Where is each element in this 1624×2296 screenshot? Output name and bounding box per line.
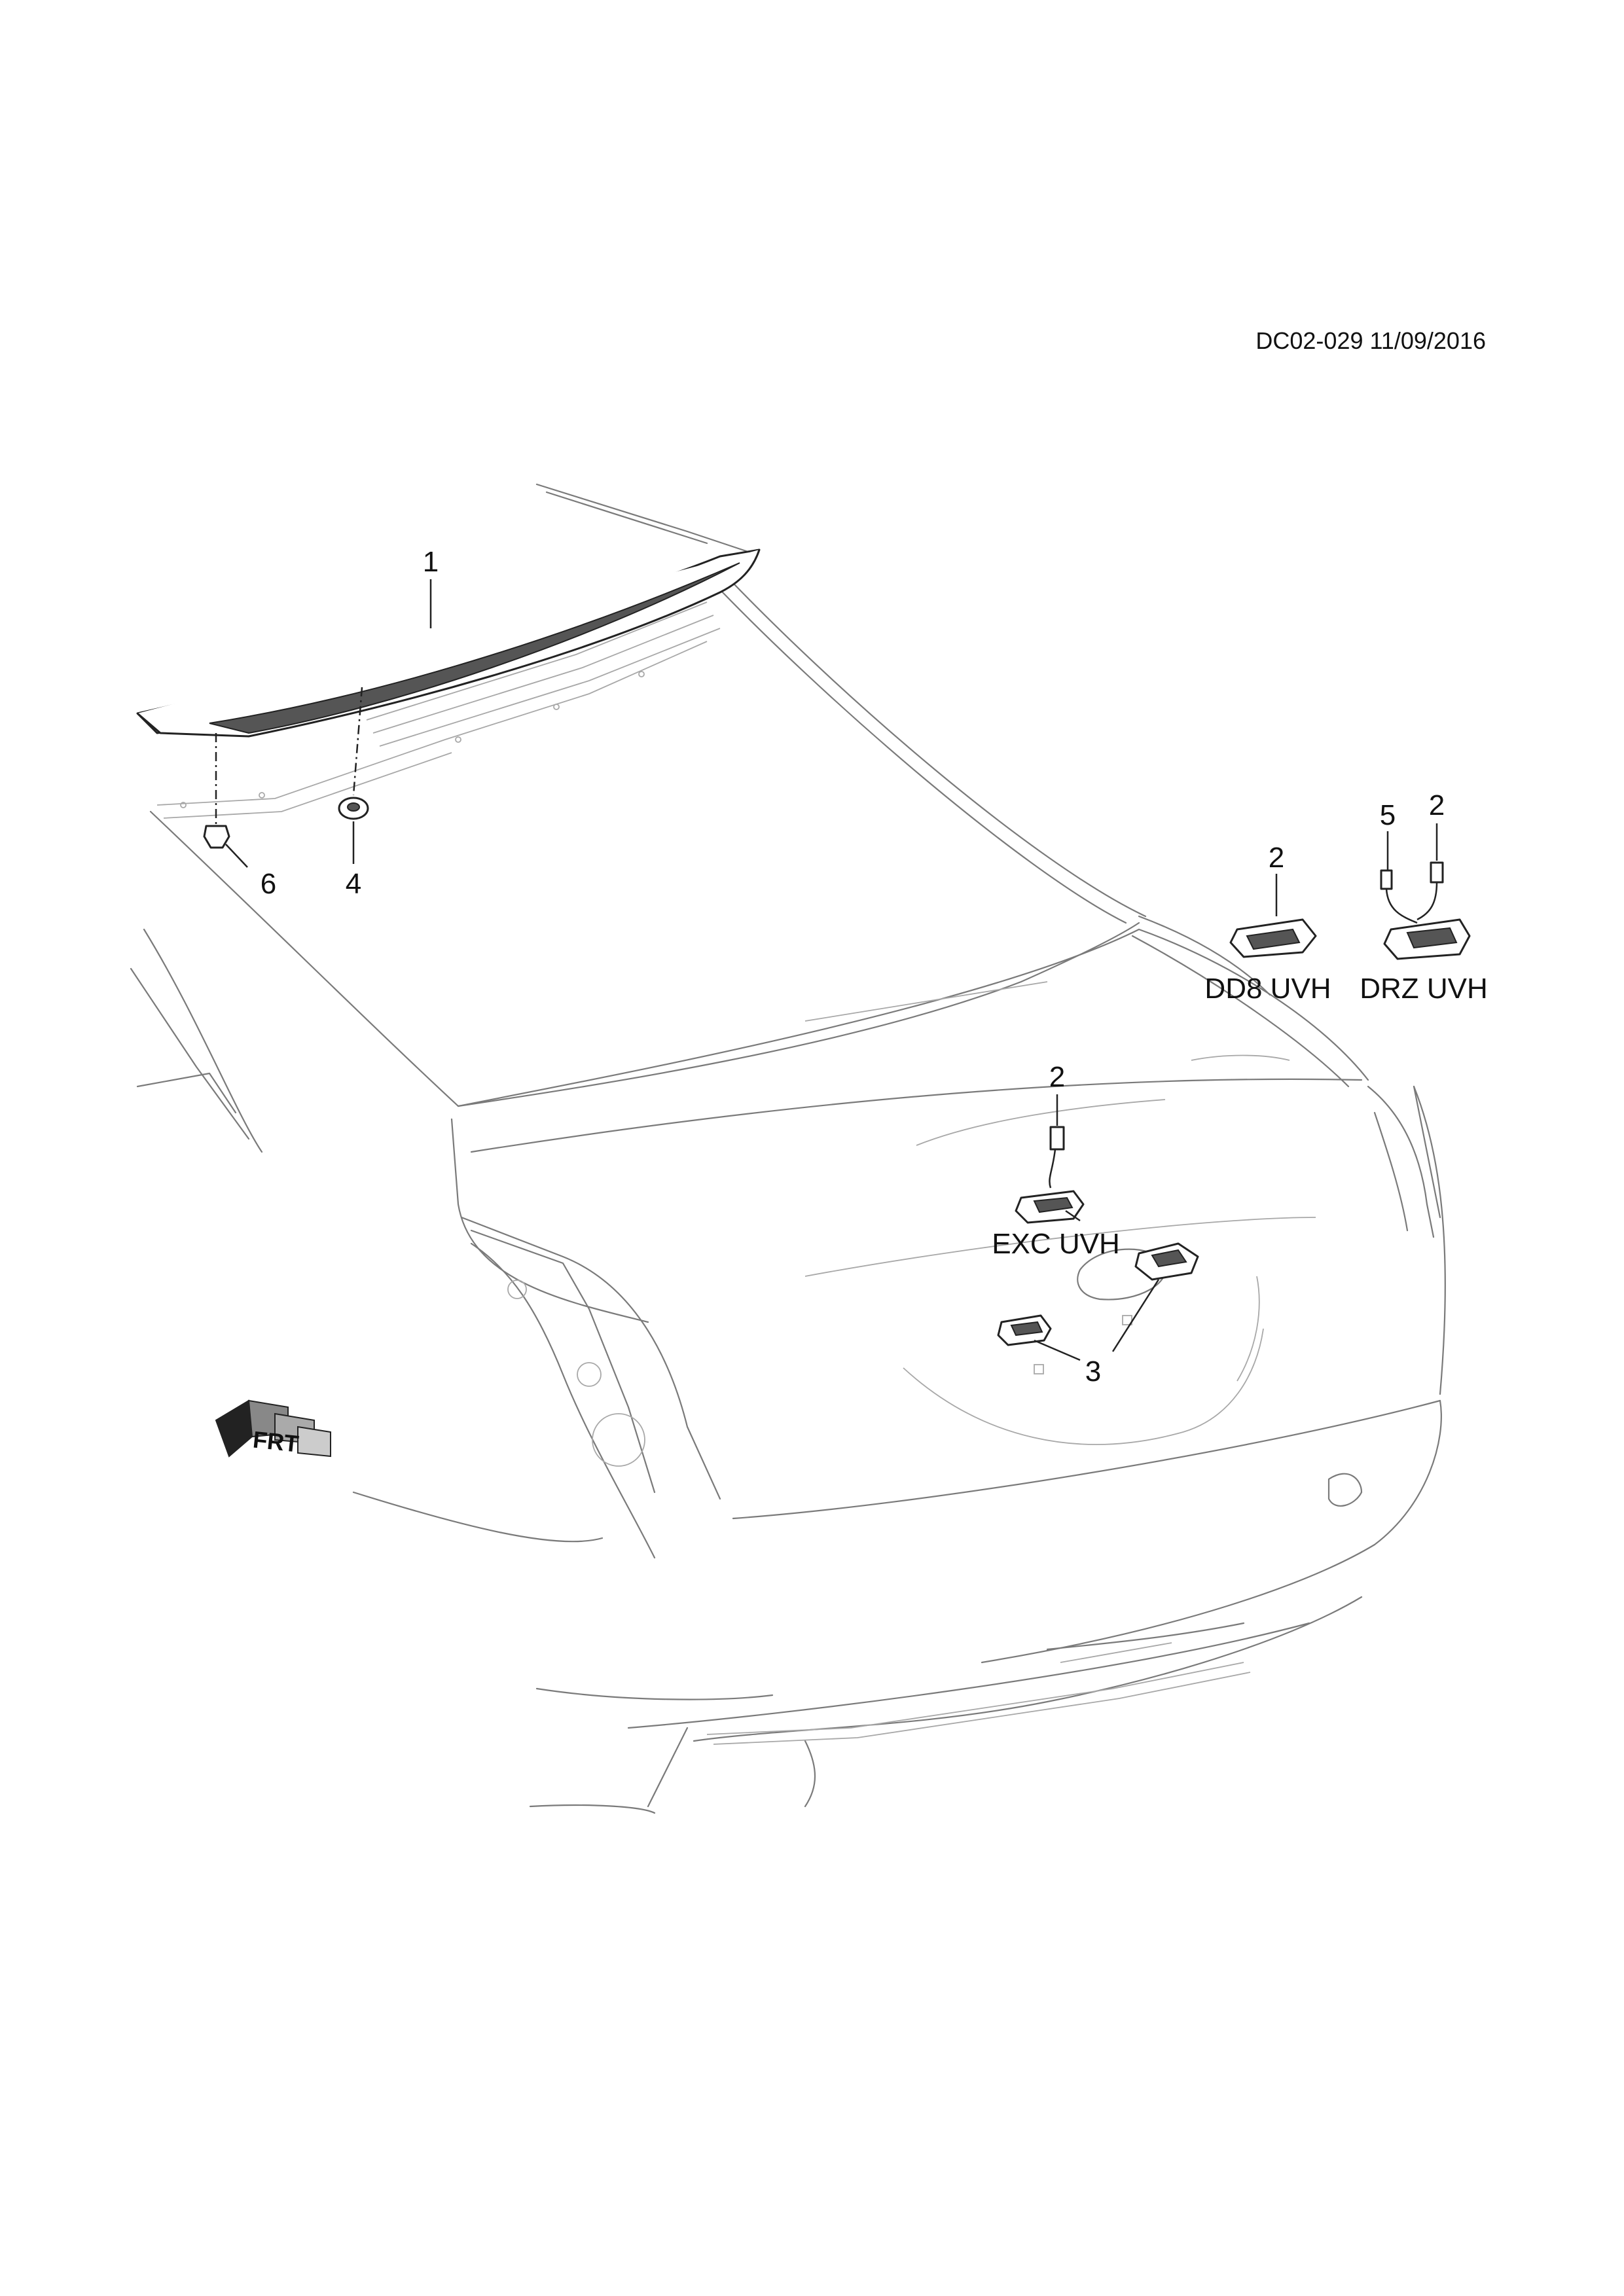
drawing-code: DC02-029 11/09/2016 (1255, 327, 1486, 354)
fastener-6 (203, 825, 230, 849)
plate-lamp-left (997, 1314, 1052, 1374)
callout-6: 6 (261, 868, 276, 900)
callout-2-drz: 2 (1429, 789, 1445, 821)
callout-3-leader-b (1111, 1279, 1160, 1352)
front-arrow-icon: FRT (215, 1399, 331, 1458)
callout-6-leader (225, 844, 248, 868)
license-lamp-dd8 (1229, 918, 1317, 958)
callout-3: 3 (1085, 1355, 1101, 1388)
callout-3-leader-a (1034, 1339, 1081, 1361)
callout-exc-leader (1065, 1210, 1081, 1222)
fastener-4 (338, 797, 369, 820)
plate-lamp-right (1122, 1242, 1199, 1325)
callout-1: 1 (423, 546, 439, 578)
callout-2-exc: 2 (1049, 1061, 1065, 1093)
callout-4: 4 (346, 868, 361, 900)
option-exc: EXC UVH (992, 1228, 1120, 1260)
front-logo-text: FRT (251, 1426, 300, 1458)
callout-5: 5 (1380, 799, 1396, 831)
callout-4-path (352, 687, 363, 796)
callout-2-dd8: 2 (1269, 842, 1284, 874)
option-drz: DRZ UVH (1360, 973, 1488, 1005)
license-lamp-drz (1380, 861, 1471, 960)
vehicle-outline (130, 483, 1446, 1814)
option-dd8: DD8 UVH (1204, 973, 1331, 1005)
license-lamp-exc (1015, 1126, 1085, 1224)
rear-spoiler (136, 548, 761, 738)
